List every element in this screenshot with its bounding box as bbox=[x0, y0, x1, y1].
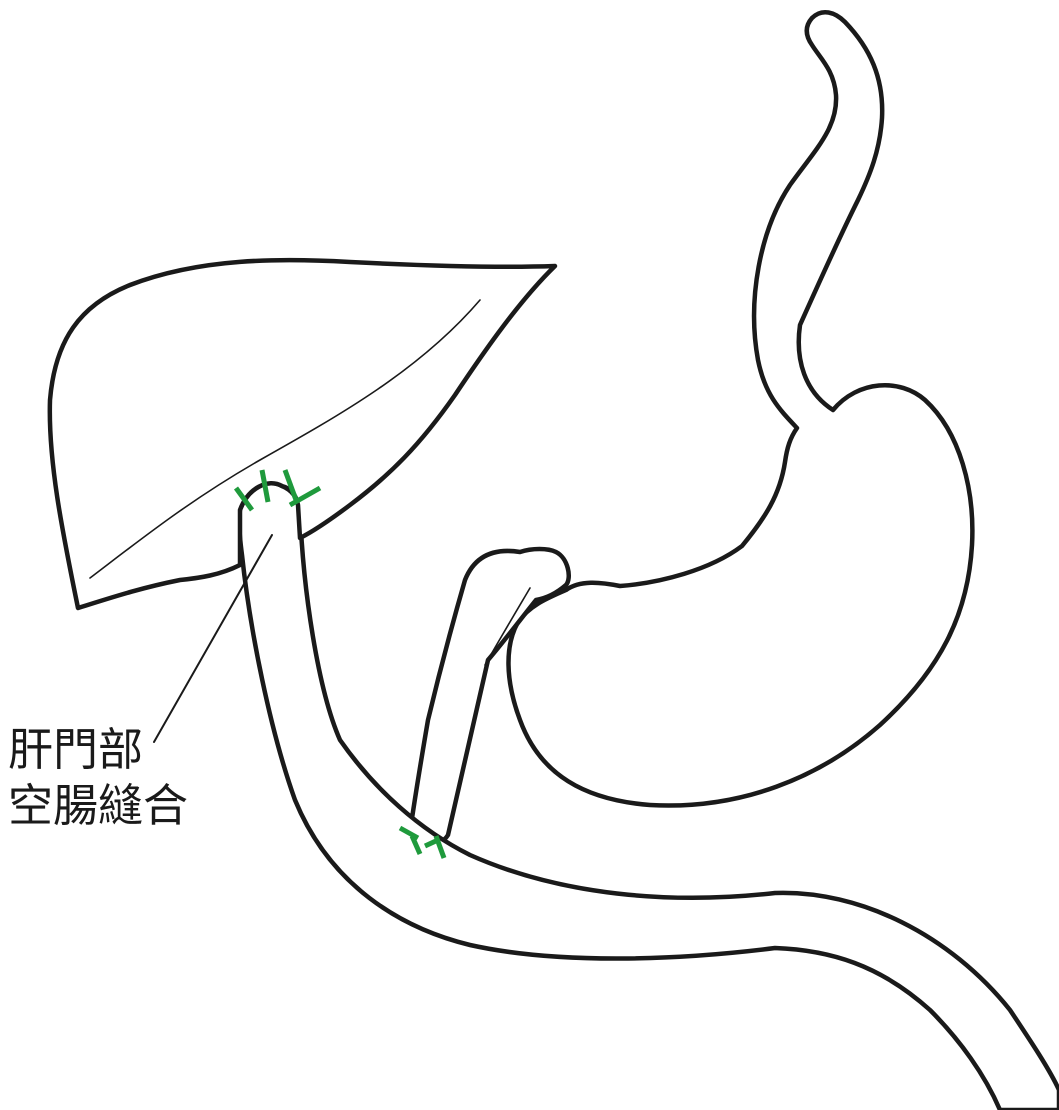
label-line-1: 肝門部 bbox=[8, 722, 188, 778]
label-line-2: 空腸縫合 bbox=[8, 778, 188, 834]
stomach bbox=[508, 12, 972, 805]
hepaticojejunostomy-label: 肝門部 空腸縫合 bbox=[8, 722, 188, 834]
